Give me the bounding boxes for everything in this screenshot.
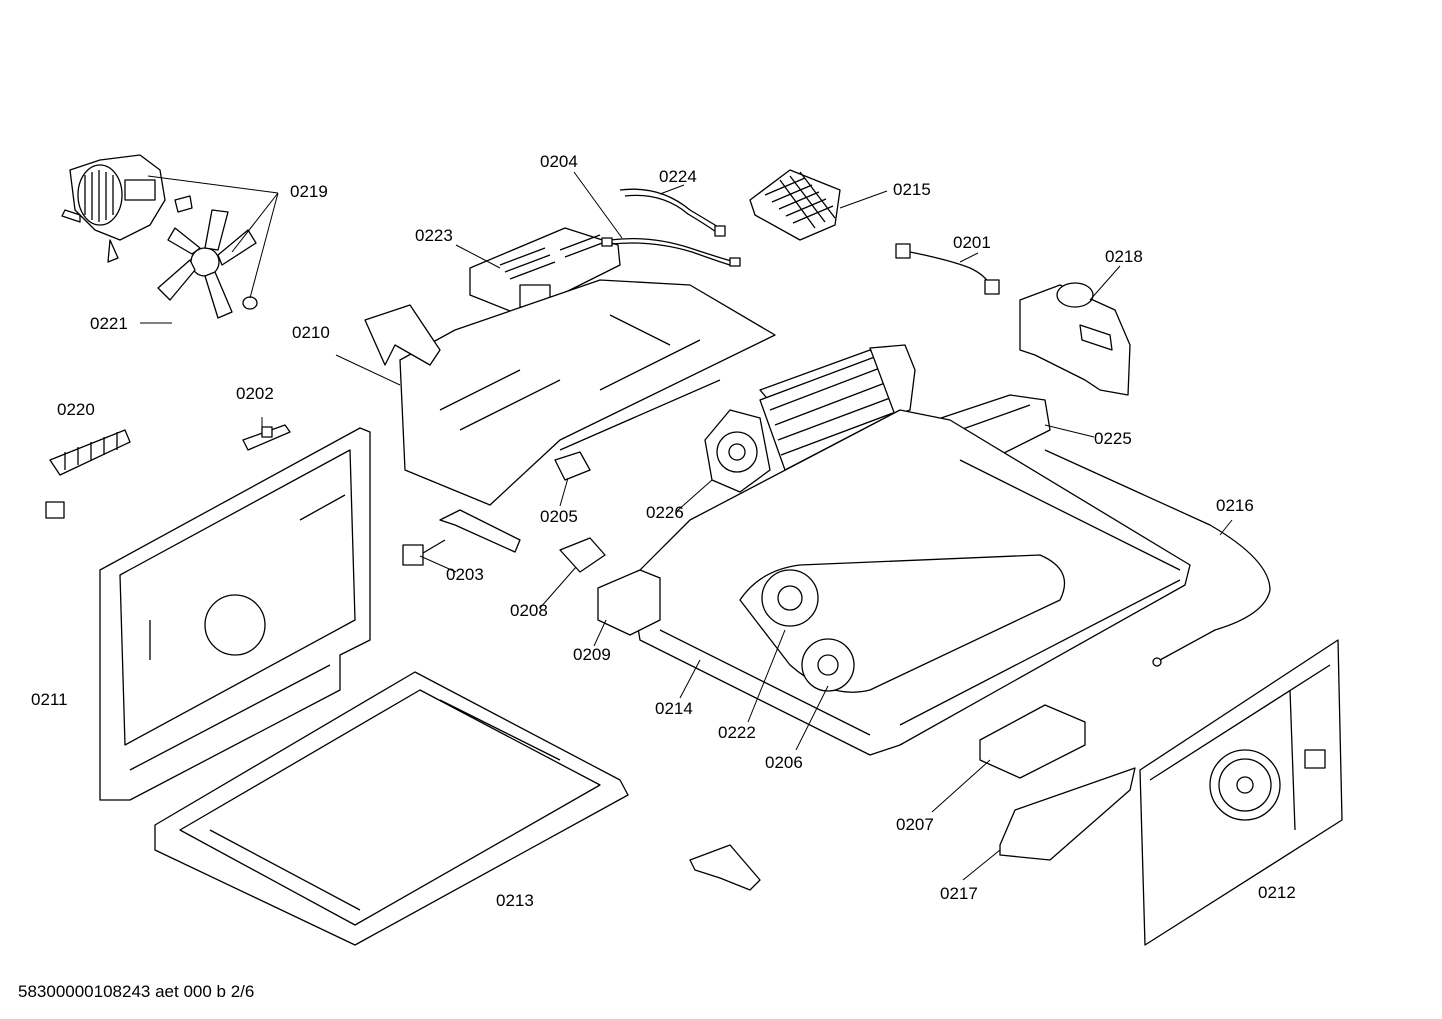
part-0226-tangential-fan — [704, 344, 916, 493]
label-0216: 0216 — [1216, 496, 1254, 515]
part-0218-bracket — [1019, 282, 1131, 396]
part-0208-switch — [559, 537, 606, 573]
label-0224: 0224 — [659, 167, 697, 186]
label-0212: 0212 — [1258, 883, 1296, 902]
part-0207-module — [979, 704, 1086, 779]
part-0219-fan-motor — [61, 154, 193, 263]
part-0209-module — [597, 569, 661, 636]
label-0219: 0219 — [290, 182, 328, 201]
label-0218: 0218 — [1105, 247, 1143, 266]
leader-lines — [140, 171, 1233, 881]
label-0206: 0206 — [765, 753, 803, 772]
label-0213: 0213 — [496, 891, 534, 910]
part-labels: 0219 0221 0204 0224 0215 0201 0218 0223 … — [31, 152, 1296, 910]
part-0210-mounting-plate — [364, 279, 776, 506]
part-0215-heat-sink — [749, 169, 841, 241]
label-0207: 0207 — [896, 815, 934, 834]
label-0214: 0214 — [655, 699, 693, 718]
part-0212-front-panel — [1139, 639, 1343, 946]
label-0226: 0226 — [646, 503, 684, 522]
part-0204-wire-harness — [601, 237, 741, 267]
part-0217-cover — [999, 767, 1136, 861]
part-0214-base-plate — [629, 409, 1191, 756]
label-0208: 0208 — [510, 601, 548, 620]
label-0201: 0201 — [953, 233, 991, 252]
part-0224-wire-harness — [619, 188, 726, 237]
label-0222: 0222 — [718, 723, 756, 742]
part-clip — [689, 844, 761, 891]
label-0209: 0209 — [573, 645, 611, 664]
label-0221: 0221 — [90, 314, 128, 333]
label-0205: 0205 — [540, 507, 578, 526]
part-0201-cable — [895, 243, 1000, 295]
part-0202-connector — [242, 424, 291, 451]
label-0202: 0202 — [236, 384, 274, 403]
part-0205-lamp — [554, 451, 591, 481]
label-0220: 0220 — [57, 400, 95, 419]
label-0203: 0203 — [446, 565, 484, 584]
label-0223: 0223 — [415, 226, 453, 245]
part-0203-switch — [402, 509, 521, 566]
part-0221-fan-blade — [157, 209, 258, 319]
label-0215: 0215 — [893, 180, 931, 199]
part-0220-terminal-block — [45, 429, 131, 519]
label-0204: 0204 — [540, 152, 578, 171]
label-0225: 0225 — [1094, 429, 1132, 448]
part-0213-bottom-tray — [154, 671, 629, 946]
document-footer-code: 58300000108243 aet 000 b 2/6 — [18, 982, 254, 1001]
label-0211: 0211 — [31, 690, 68, 709]
label-0210: 0210 — [292, 323, 330, 342]
label-0217: 0217 — [940, 884, 978, 903]
part-0211-back-panel — [99, 427, 371, 801]
part-0216-sensor — [1044, 449, 1271, 667]
